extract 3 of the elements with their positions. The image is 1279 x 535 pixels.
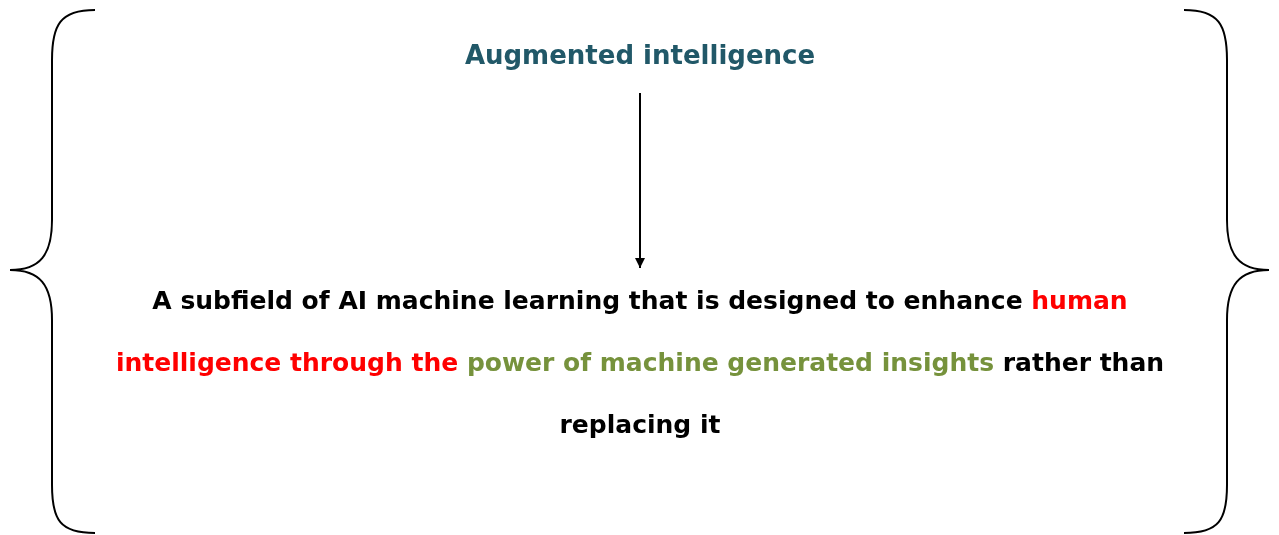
title-text: Augmented intelligence	[390, 35, 890, 75]
arrow	[635, 92, 645, 269]
definition-text: A subfield of AI machine learning that is designed to enhance human intelligence through the power of machine generated insights rather than replacing it	[75, 270, 1205, 456]
